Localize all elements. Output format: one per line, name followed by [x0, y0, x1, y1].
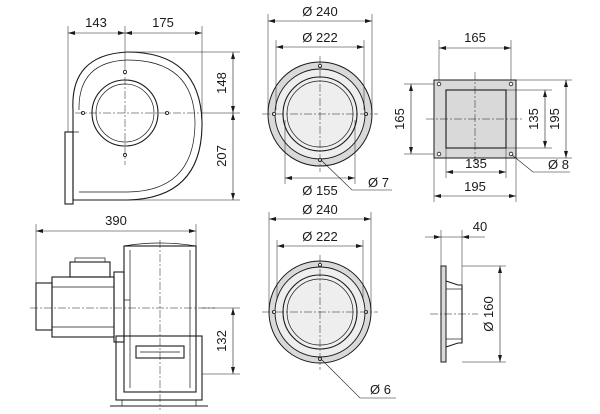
dim-height-lower: 207 — [214, 145, 229, 167]
inlet-ring-top-view: Ø 240 Ø 222 Ø 155 Ø 7 — [262, 4, 392, 198]
dim-width-right: 175 — [152, 15, 174, 30]
dim-hole-dia: Ø 6 — [370, 382, 391, 397]
nozzle-side-view: 40 Ø 160 — [425, 219, 506, 363]
dim-inner-dia: Ø 155 — [302, 183, 337, 198]
dim-outlet-height: 132 — [214, 330, 229, 352]
dim-hole-dia: Ø 7 — [368, 175, 389, 190]
dim-outer-width-top: 165 — [464, 30, 486, 45]
dim-hole-dia: Ø 8 — [548, 157, 569, 172]
dim-outer-dia: Ø 240 — [302, 202, 337, 217]
dim-depth: 40 — [473, 219, 487, 234]
dim-inner-height: 135 — [526, 108, 541, 130]
dim-outer-width-bottom: 195 — [464, 179, 486, 194]
inlet-ring-bottom-view: Ø 240 Ø 222 Ø 6 — [262, 202, 396, 399]
dim-outer-height-right: 195 — [547, 108, 562, 130]
dim-bolt-circle: Ø 222 — [302, 229, 337, 244]
dim-width-left: 143 — [85, 15, 107, 30]
outlet-flange-view: 165 165 135 195 135 195 — [392, 30, 572, 202]
fan-front-view: 390 132 — [30, 213, 240, 410]
dim-height-upper: 148 — [214, 72, 229, 94]
dim-inner-width-bottom: 135 — [465, 156, 487, 171]
dim-outer-height-left: 165 — [392, 108, 407, 130]
dim-total-length: 390 — [105, 213, 127, 228]
fan-side-view: 143 175 148 207 — [64, 15, 240, 205]
dim-outer-dia: Ø 240 — [302, 4, 337, 19]
dim-dia: Ø 160 — [481, 296, 496, 331]
dim-bolt-circle: Ø 222 — [302, 30, 337, 45]
